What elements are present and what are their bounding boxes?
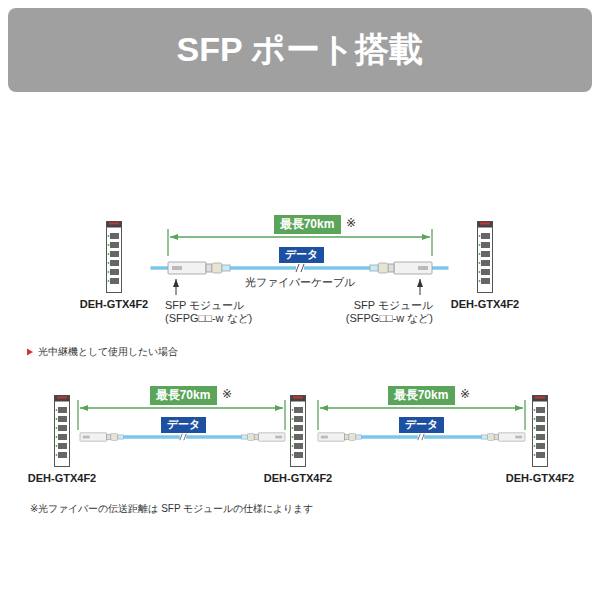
switch-device: DEH-GTX4F2 <box>504 395 577 484</box>
distance-box: 最長70km <box>150 386 217 405</box>
part-label: SFP モジュール <box>354 298 433 313</box>
data-box: データ <box>399 417 444 433</box>
distance-label: 最長70km <box>280 217 335 231</box>
switch-device: DEH-GTX4F2 <box>26 395 99 484</box>
switch-device: DEH-GTX4F2 <box>78 221 151 310</box>
bullet-triangle <box>27 349 33 356</box>
distance-label: 最長70km <box>394 388 449 402</box>
note-mark: ※ <box>222 387 232 401</box>
switch-body <box>477 221 493 293</box>
distance-box: 最長70km <box>274 215 341 234</box>
data-box: データ <box>279 247 324 263</box>
device-name: DEH-GTX4F2 <box>28 472 96 484</box>
cable-label: 光ファイバーケーブル <box>245 275 355 290</box>
switch-device: DEH-GTX4F2 <box>262 395 335 484</box>
part-label: (SFPG□□-w など) <box>346 311 433 326</box>
footnote: ※光ファイバーの伝送距離は SFP モジュールの仕様によります <box>30 502 313 516</box>
note-mark: ※ <box>346 216 356 230</box>
switch-body <box>106 221 122 293</box>
distance-box: 最長70km <box>388 386 455 405</box>
device-name: DEH-GTX4F2 <box>506 472 574 484</box>
note-mark: ※ <box>460 387 470 401</box>
device-name: DEH-GTX4F2 <box>264 472 332 484</box>
device-name: DEH-GTX4F2 <box>80 298 148 310</box>
data-label: データ <box>405 418 438 431</box>
part-label: SFP モジュール <box>165 298 244 313</box>
distance-label: 最長70km <box>156 388 211 402</box>
section-label: 光中継機として使用したい場合 <box>38 345 178 359</box>
data-label: データ <box>285 248 318 261</box>
switch-body <box>532 395 548 467</box>
device-name: DEH-GTX4F2 <box>451 298 519 310</box>
switch-body <box>290 395 306 467</box>
title-banner <box>8 8 592 92</box>
part-label: (SFPG□□-w など) <box>165 311 252 326</box>
switch-device: DEH-GTX4F2 <box>449 221 522 310</box>
switch-body <box>54 395 70 467</box>
data-box: データ <box>161 417 206 433</box>
data-label: データ <box>167 418 200 431</box>
title-text: SFP ポート搭載 <box>8 8 592 92</box>
